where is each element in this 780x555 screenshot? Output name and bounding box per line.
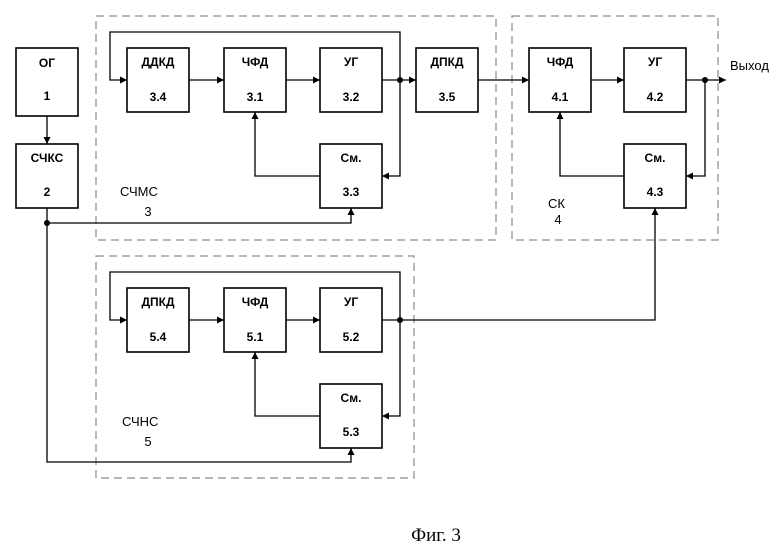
svg-text:4.2: 4.2 <box>647 90 664 104</box>
svg-text:ДДКД: ДДКД <box>142 55 175 69</box>
figure-caption: Фиг. 3 <box>411 525 461 546</box>
svg-text:СЧНС: СЧНС <box>122 414 158 429</box>
svg-text:5.2: 5.2 <box>343 330 360 344</box>
svg-text:3.3: 3.3 <box>343 185 360 199</box>
block-sm-5-3: См. 5.3 <box>320 384 382 448</box>
block-dpkd-5-4: ДПКД 5.4 <box>127 288 189 352</box>
group-sk-label: СК 4 <box>548 196 565 227</box>
svg-text:См.: См. <box>645 151 666 165</box>
svg-text:ОГ: ОГ <box>39 56 55 70</box>
svg-text:УГ: УГ <box>344 55 358 69</box>
block-og: ОГ 1 <box>16 48 78 116</box>
wire-chks-to-sm-3-3 <box>47 208 351 223</box>
block-ug-4-2: УГ 4.2 <box>624 48 686 112</box>
svg-text:ДПКД: ДПКД <box>141 295 174 309</box>
svg-text:3.1: 3.1 <box>247 90 264 104</box>
svg-text:3.2: 3.2 <box>343 90 360 104</box>
svg-text:См.: См. <box>341 391 362 405</box>
block-chfd-3-1: ЧФД 3.1 <box>224 48 286 112</box>
block-ug-5-2: УГ 5.2 <box>320 288 382 352</box>
junction-chks <box>44 220 50 226</box>
block-chfd-4-1: ЧФД 4.1 <box>529 48 591 112</box>
svg-text:ЧФД: ЧФД <box>242 55 269 69</box>
svg-text:5: 5 <box>144 434 151 449</box>
svg-text:ДПКД: ДПКД <box>430 55 463 69</box>
wire-ug-3-2-to-sm-3-3 <box>382 80 400 176</box>
svg-text:2: 2 <box>44 185 51 199</box>
wire-ug-4-2-to-sm-4-3 <box>686 80 705 176</box>
svg-text:УГ: УГ <box>344 295 358 309</box>
block-sm-4-3: См. 4.3 <box>624 144 686 208</box>
svg-text:СК: СК <box>548 196 565 211</box>
wire-sm-4-3-to-chfd-4-1 <box>560 112 624 176</box>
wire-chks-to-sm-5-3 <box>47 223 351 462</box>
svg-text:СЧМС: СЧМС <box>120 184 158 199</box>
svg-text:СЧКС: СЧКС <box>31 151 64 165</box>
svg-text:См.: См. <box>341 151 362 165</box>
wire-ug-5-2-to-sm-5-3 <box>382 320 400 416</box>
svg-text:1: 1 <box>44 89 51 103</box>
svg-text:ЧФД: ЧФД <box>547 55 574 69</box>
block-ug-3-2: УГ 3.2 <box>320 48 382 112</box>
svg-text:5.1: 5.1 <box>247 330 264 344</box>
svg-text:5.3: 5.3 <box>343 425 360 439</box>
svg-text:4.1: 4.1 <box>552 90 569 104</box>
svg-text:3.4: 3.4 <box>150 90 167 104</box>
svg-text:4.3: 4.3 <box>647 185 664 199</box>
svg-text:3: 3 <box>144 204 151 219</box>
svg-text:3.5: 3.5 <box>439 90 456 104</box>
wire-ug-5-2-to-sm-4-3 <box>400 208 655 320</box>
block-ddkd-3-4: ДДКД 3.4 <box>127 48 189 112</box>
svg-text:4: 4 <box>554 212 561 227</box>
block-dpkd-3-5: ДПКД 3.5 <box>416 48 478 112</box>
wire-sm-5-3-to-chfd-5-1 <box>255 352 320 416</box>
block-chks: СЧКС 2 <box>16 144 78 208</box>
group-chms-label: СЧМС 3 <box>120 184 158 219</box>
group-chns-label: СЧНС 5 <box>122 414 158 449</box>
svg-text:5.4: 5.4 <box>150 330 167 344</box>
svg-text:ЧФД: ЧФД <box>242 295 269 309</box>
svg-text:УГ: УГ <box>648 55 662 69</box>
wire-sm-3-3-to-chfd-3-1 <box>255 112 320 176</box>
output-label: Выход <box>730 58 769 73</box>
block-chfd-5-1: ЧФД 5.1 <box>224 288 286 352</box>
block-sm-3-3: См. 3.3 <box>320 144 382 208</box>
